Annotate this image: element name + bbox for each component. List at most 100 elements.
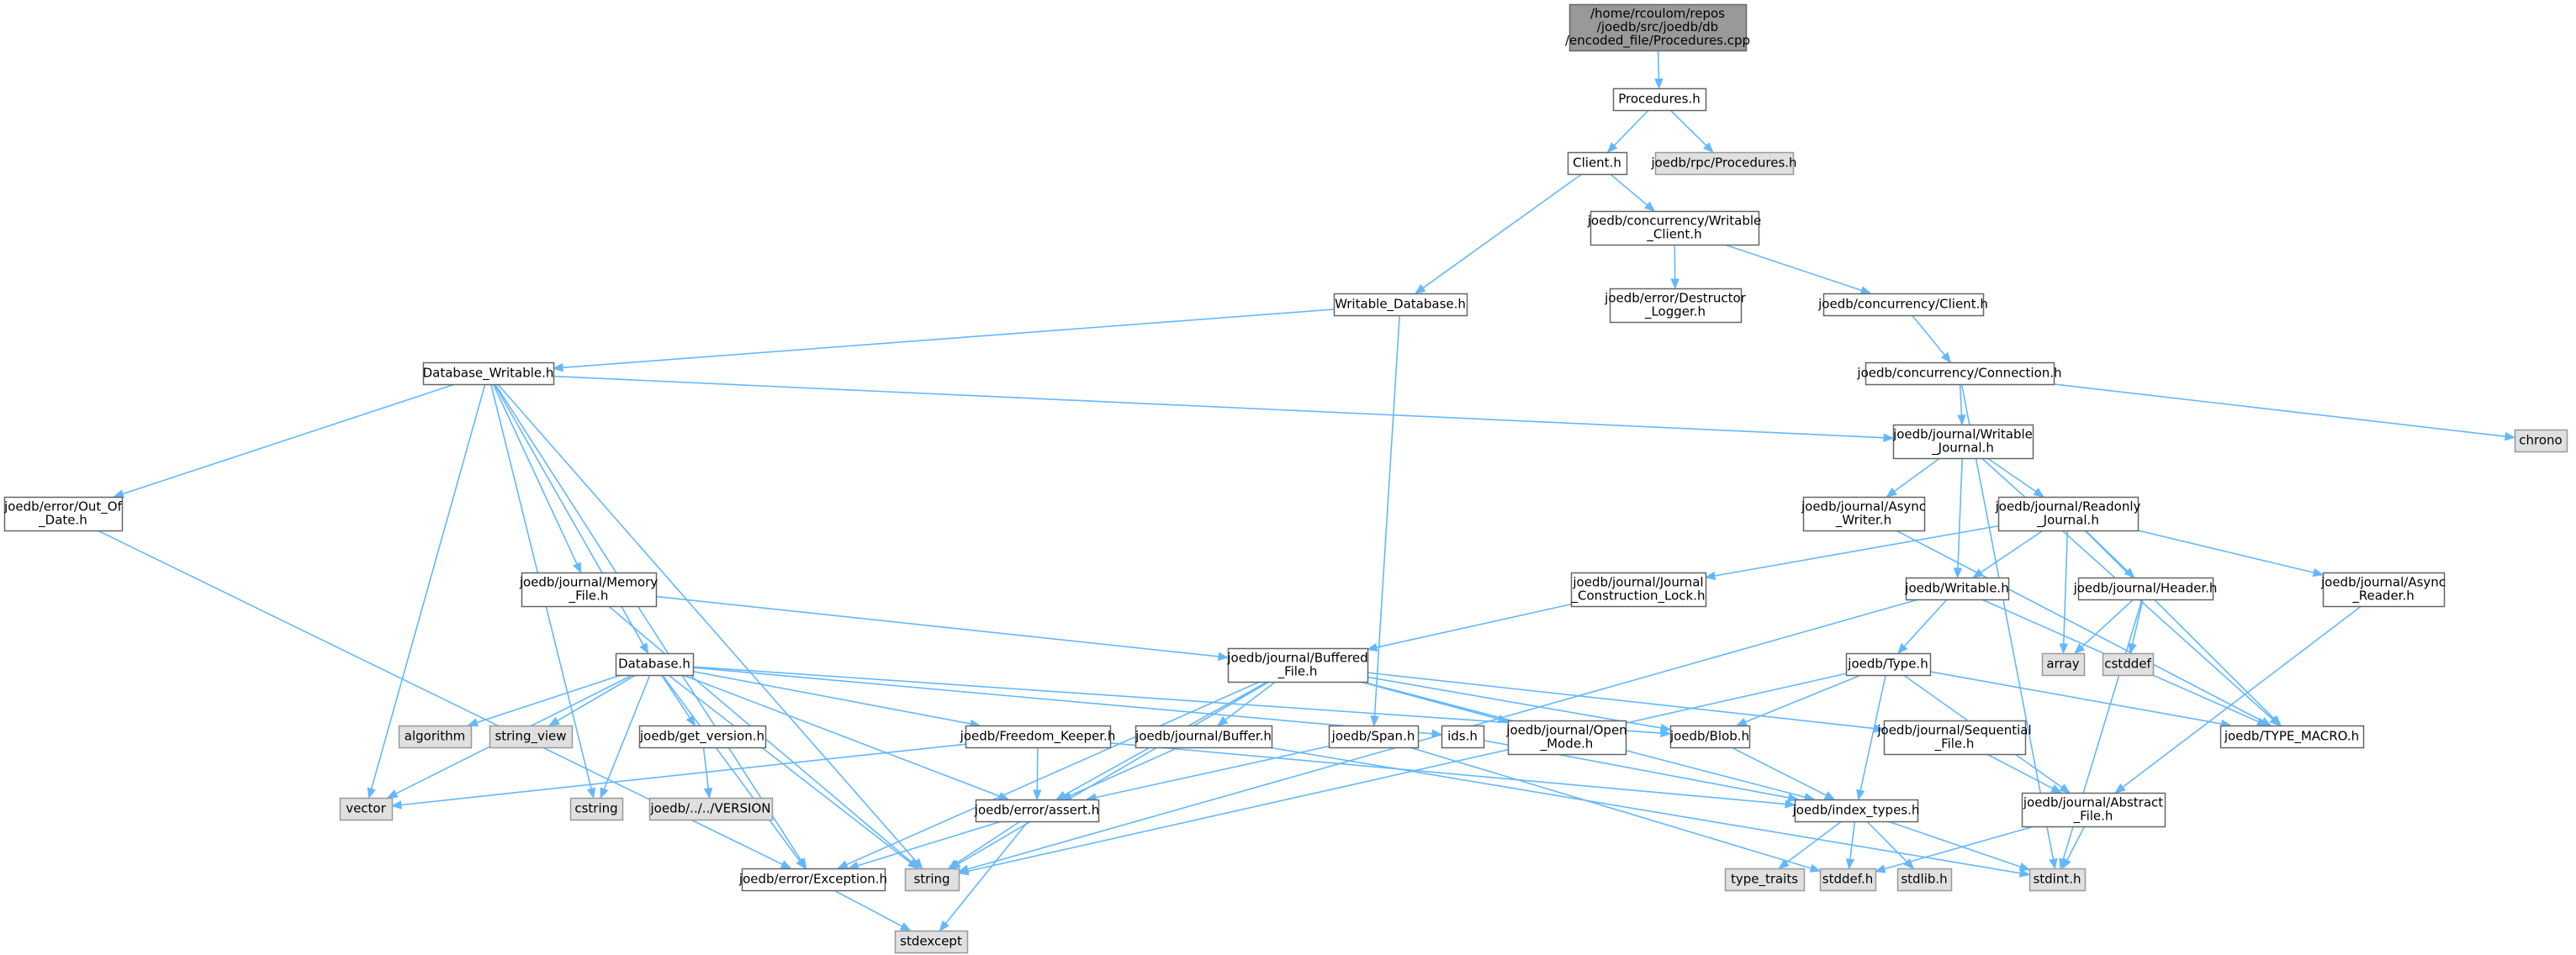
edge (1654, 50, 1664, 90)
node-label: vector (346, 801, 386, 816)
edge (367, 383, 486, 799)
node-label: Client.h (1573, 156, 1621, 171)
node-type-h[interactable]: joedb/Type.h (1845, 652, 1932, 677)
node-type-macro[interactable]: joedb/TYPE_MACRO.h (2219, 725, 2365, 749)
node-string-view: string_view (489, 725, 574, 749)
node-label: joedb/journal/Readonly (1995, 499, 2141, 514)
node-box (2102, 652, 2155, 677)
node-label: cstddef (2104, 657, 2151, 672)
node-writable-h[interactable]: joedb/Writable.h (1904, 577, 2010, 601)
node-label: string_view (495, 729, 566, 745)
edge (668, 674, 919, 869)
edge-line (2084, 530, 2275, 720)
node-blob-h[interactable]: joedb/Blob.h (1669, 725, 1751, 749)
edge-line (1095, 745, 1330, 799)
node-abstract-file[interactable]: joedb/journal/Abstract_File.h (2021, 792, 2166, 828)
node-procedures-h[interactable]: Procedures.h (1612, 87, 1707, 112)
edge (2128, 599, 2144, 655)
edge-line (1744, 674, 1862, 723)
node-label: _Logger.h (1644, 304, 1706, 320)
node-span-h[interactable]: joedb/Span.h (1328, 725, 1420, 749)
node-database-writable-h[interactable]: Database_Writable.h (423, 361, 555, 386)
edge-line (1360, 681, 1500, 720)
edge (492, 383, 582, 574)
node-header-h[interactable]: joedb/journal/Header.h (2073, 577, 2218, 601)
node-sequential-file[interactable]: joedb/journal/Sequential_File.h (1876, 720, 2032, 756)
edge (553, 375, 1895, 442)
edge (1109, 741, 1796, 809)
edge-line (2081, 599, 2134, 648)
edge-line (1669, 109, 1707, 146)
node-construction-lock[interactable]: joedb/journal/Journal_Construction_Lock.… (1571, 572, 1707, 608)
edge (1929, 671, 2232, 729)
node-freedom-keeper[interactable]: joedb/Freedom_Keeper.h (960, 725, 1116, 749)
edge-arrowhead (1886, 487, 1897, 498)
edge-line (1610, 173, 1648, 206)
node-ids-h[interactable]: ids.h (1441, 725, 1485, 749)
node-concurrency-client[interactable]: joedb/concurrency/Client.h (1817, 293, 1988, 317)
edge (1886, 457, 1941, 498)
edge (2053, 383, 2516, 441)
node-writable-journal[interactable]: joedb/journal/Writable_Journal.h (1892, 424, 2034, 460)
edge (1887, 820, 2031, 871)
edge (1957, 383, 1966, 426)
edge (1986, 753, 2062, 794)
node-label: /home/rcoulom/repos (1590, 6, 1725, 21)
node-label: /encoded_file/Procedures.cpp (1565, 33, 1750, 49)
node-buffer-h[interactable]: joedb/journal/Buffer.h (1135, 725, 1273, 749)
node-database-h[interactable]: Database.h (615, 652, 695, 677)
edge-line (1959, 383, 1963, 416)
edge-line (1849, 820, 1856, 860)
edge (1409, 747, 1822, 873)
node-index-types[interactable]: joedb/index_types.h (1792, 799, 1920, 823)
node-open-mode[interactable]: joedb/journal/Open_Mode.h (1505, 720, 1627, 756)
node-label: joedb/concurrency/Client.h (1817, 297, 1988, 312)
edge-line (2053, 383, 2506, 437)
node-buffered-file[interactable]: joedb/journal/Buffered_File.h (1226, 647, 1369, 683)
node-writable-database-h[interactable]: Writable_Database.h (1333, 293, 1468, 317)
node-destructor-logger[interactable]: joedb/error/Destructor_Logger.h (1604, 288, 1747, 324)
node-connection-h[interactable]: joedb/concurrency/Connection.h (1856, 361, 2062, 386)
edge (600, 674, 651, 799)
node-label: joedb/error/assert.h (974, 803, 1099, 818)
edge (1366, 603, 1572, 652)
edge-line (1859, 674, 1886, 791)
edge-line (122, 383, 456, 495)
edge (1606, 109, 1649, 153)
edge (939, 820, 1029, 932)
node-box (1135, 725, 1273, 749)
edge-arrowhead (639, 642, 649, 655)
node-memory-file[interactable]: joedb/journal/Memory_File.h (519, 572, 658, 608)
edge (1778, 820, 1843, 869)
node-label: joedb/concurrency/Connection.h (1856, 366, 2061, 381)
node-async-writer[interactable]: joedb/journal/Async_Writer.h (1801, 496, 1926, 532)
node-get-version[interactable]: joedb/get_version.h (638, 725, 767, 749)
node-box (1794, 799, 1919, 823)
node-box (1819, 868, 1877, 892)
edge-arrowhead (780, 860, 792, 869)
node-exception-h[interactable]: joedb/error/Exception.h (738, 868, 887, 892)
edge-arrowhead (1704, 571, 1716, 581)
edge-arrowhead (2059, 784, 2071, 794)
node-readonly-journal[interactable]: joedb/journal/Readonly_Journal.h (1995, 496, 2141, 532)
node-client-h[interactable]: Client.h (1567, 151, 1628, 176)
edge (660, 674, 696, 727)
edge (1896, 599, 1948, 654)
edge-arrowhead (939, 920, 949, 932)
node-concurrency-writable-client[interactable]: joedb/concurrency/Writable_Client.h (1587, 210, 1762, 246)
node-label: Writable_Database.h (1335, 297, 1466, 313)
node-rpc-procedures-h: joedb/rpc/Procedures.h (1650, 151, 1797, 176)
node-box (2322, 572, 2446, 608)
edge (661, 674, 807, 870)
edge (494, 383, 649, 655)
node-box (1568, 3, 1748, 52)
edge-line (1731, 747, 1827, 796)
node-label: joedb/index_types.h (1792, 803, 1920, 819)
node-out-of-date[interactable]: joedb/error/Out_Of_Date.h (3, 496, 124, 532)
edge (1972, 530, 2044, 578)
node-assert-h[interactable]: joedb/error/assert.h (974, 799, 1100, 823)
node-label: joedb/journal/Async (1801, 499, 1926, 514)
node-async-reader[interactable]: joedb/journal/Async_Reader.h (2320, 572, 2446, 608)
edge-arrowhead (1218, 652, 1230, 662)
